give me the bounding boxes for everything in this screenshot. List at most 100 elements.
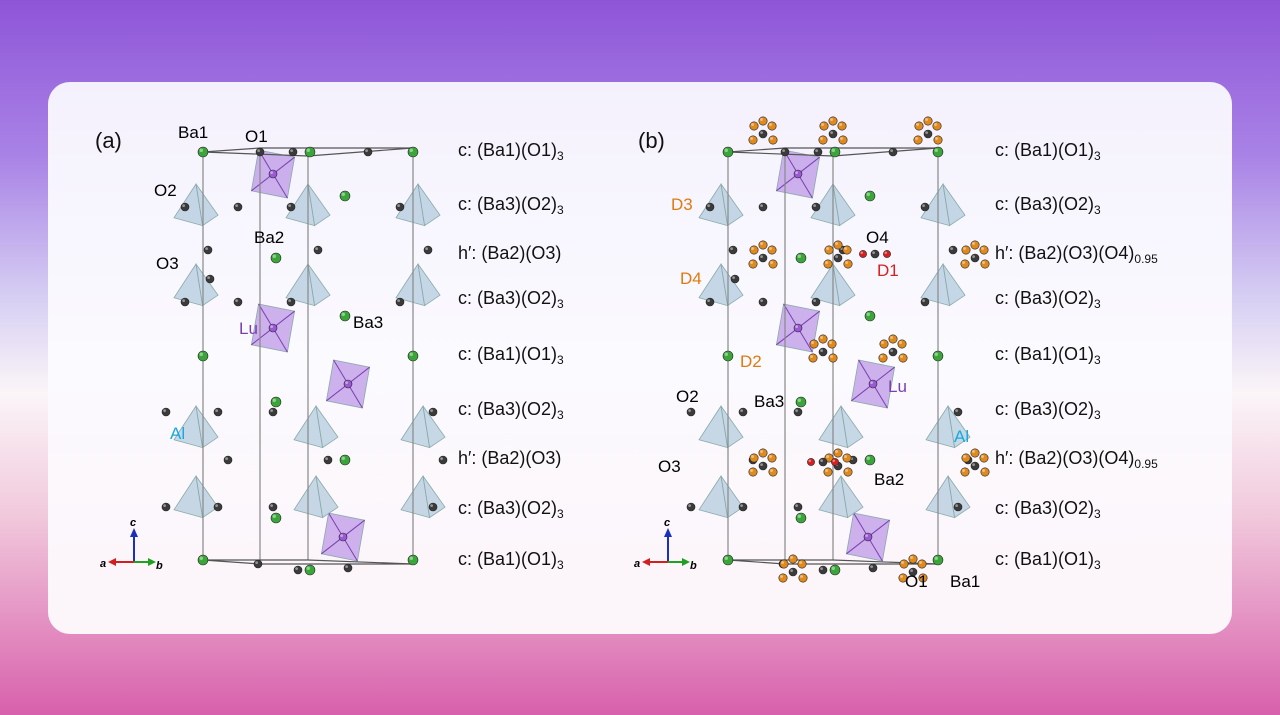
d-atom [888, 334, 898, 344]
d-atom-shine [780, 575, 784, 578]
ba-atom-shine [341, 192, 345, 196]
o-atom [953, 502, 963, 512]
o-atom [758, 202, 768, 212]
o-h-atom [970, 461, 980, 471]
d-atom-shine [769, 455, 773, 458]
ba-atom [795, 252, 807, 264]
al-tetrahedron [307, 183, 331, 227]
d-atom-shine [934, 123, 938, 126]
lu-atom [868, 379, 878, 389]
d-atom-shine [920, 575, 924, 578]
o-atom [920, 202, 930, 212]
panel-b-label: (b) [638, 128, 665, 153]
d-atom-shine [916, 123, 920, 126]
d-atom-shine [962, 469, 966, 472]
d-atom [980, 467, 990, 477]
o-atom [293, 565, 303, 575]
lu-atom [793, 323, 803, 333]
o-atom-shine [182, 299, 186, 302]
al-tetrahedron [832, 183, 856, 227]
d-atom [748, 467, 758, 477]
o-atom-shine [325, 457, 328, 460]
o-atom [686, 502, 696, 512]
d-atom-shine [825, 469, 829, 472]
o-atom-shine [890, 149, 893, 152]
label-ba3: Ba3 [353, 313, 383, 332]
d-atom [961, 245, 971, 255]
o-h-atom [833, 253, 843, 263]
o-atom [268, 407, 278, 417]
al-tetrahedron [422, 405, 446, 449]
ba-atom [407, 554, 419, 566]
o-h-atom-shine [760, 131, 763, 134]
d-atom [758, 240, 768, 250]
label-lu-b: Lu [888, 377, 907, 396]
d-atom-shine [840, 137, 844, 140]
layer-label: c: (Ba1)(O1)3 [458, 344, 564, 367]
lu-atom-shine [795, 325, 798, 328]
ba-atom-shine [409, 556, 413, 560]
o-atom-shine [730, 247, 733, 251]
o-h-atom-shine [790, 569, 793, 572]
d-atom [980, 259, 990, 269]
o-atom-shine [955, 504, 958, 507]
o-h-atom-shine [760, 463, 763, 466]
d-atom [797, 559, 807, 569]
al-tetrahedron [720, 405, 744, 449]
ba-atom-shine [341, 312, 345, 316]
o-atom [793, 502, 803, 512]
o-atom [395, 297, 405, 307]
d-atom [779, 559, 789, 569]
o-atom [223, 455, 233, 465]
cell-edge [202, 559, 261, 565]
d-atom-shine [925, 118, 929, 121]
d-atom [918, 573, 928, 583]
d-atom-shine [963, 455, 967, 458]
label-ba1: Ba1 [178, 123, 208, 142]
o-h-atom [923, 129, 933, 139]
d-atom [979, 245, 989, 255]
o-atom-shine [760, 204, 763, 207]
d-atom-shine [800, 575, 804, 578]
d-atom-shine [880, 355, 884, 358]
d-atom [979, 453, 989, 463]
d-atom-shine [770, 469, 774, 472]
o-atom [948, 245, 958, 255]
d-atom-shine [982, 469, 986, 472]
layer-label: c: (Ba3)(O2)3 [995, 498, 1101, 521]
o-atom [313, 245, 323, 255]
label-o2: O2 [154, 181, 177, 200]
ba-atom-shine [724, 556, 728, 560]
o-atom-shine [205, 247, 209, 251]
d1-atom-shine [860, 251, 863, 255]
o-atom-shine [182, 204, 186, 207]
ba-atom [339, 310, 351, 322]
o-atom [180, 297, 190, 307]
o-atom-shine [288, 204, 291, 207]
ba-atom [722, 146, 734, 158]
ba-atom [407, 350, 419, 362]
o-atom [286, 297, 296, 307]
o-h-atom-shine [835, 255, 838, 258]
lu-atom-shine [345, 381, 348, 384]
o-h-atom [888, 347, 898, 357]
d-atom [749, 245, 759, 255]
cell-edge [307, 147, 414, 157]
o-h-atom-shine [760, 255, 763, 258]
d-atom-shine [844, 247, 848, 250]
label-o4: O4 [866, 228, 889, 247]
cell-edge [727, 559, 786, 565]
ba-atom-shine [831, 148, 835, 152]
o-atom-shine [235, 204, 239, 207]
o-atom-shine [425, 247, 428, 251]
ba-atom-shine [306, 148, 310, 152]
label-al-b: Al [954, 427, 969, 446]
d-atom [748, 259, 758, 269]
o-atom-shine [225, 457, 229, 460]
o-h-atom-shine [925, 131, 928, 134]
o-atom [730, 274, 740, 284]
label-ba2-b: Ba2 [874, 470, 904, 489]
d-atom-shine [962, 261, 966, 264]
o-atom [363, 147, 373, 157]
d-atom [899, 559, 909, 569]
